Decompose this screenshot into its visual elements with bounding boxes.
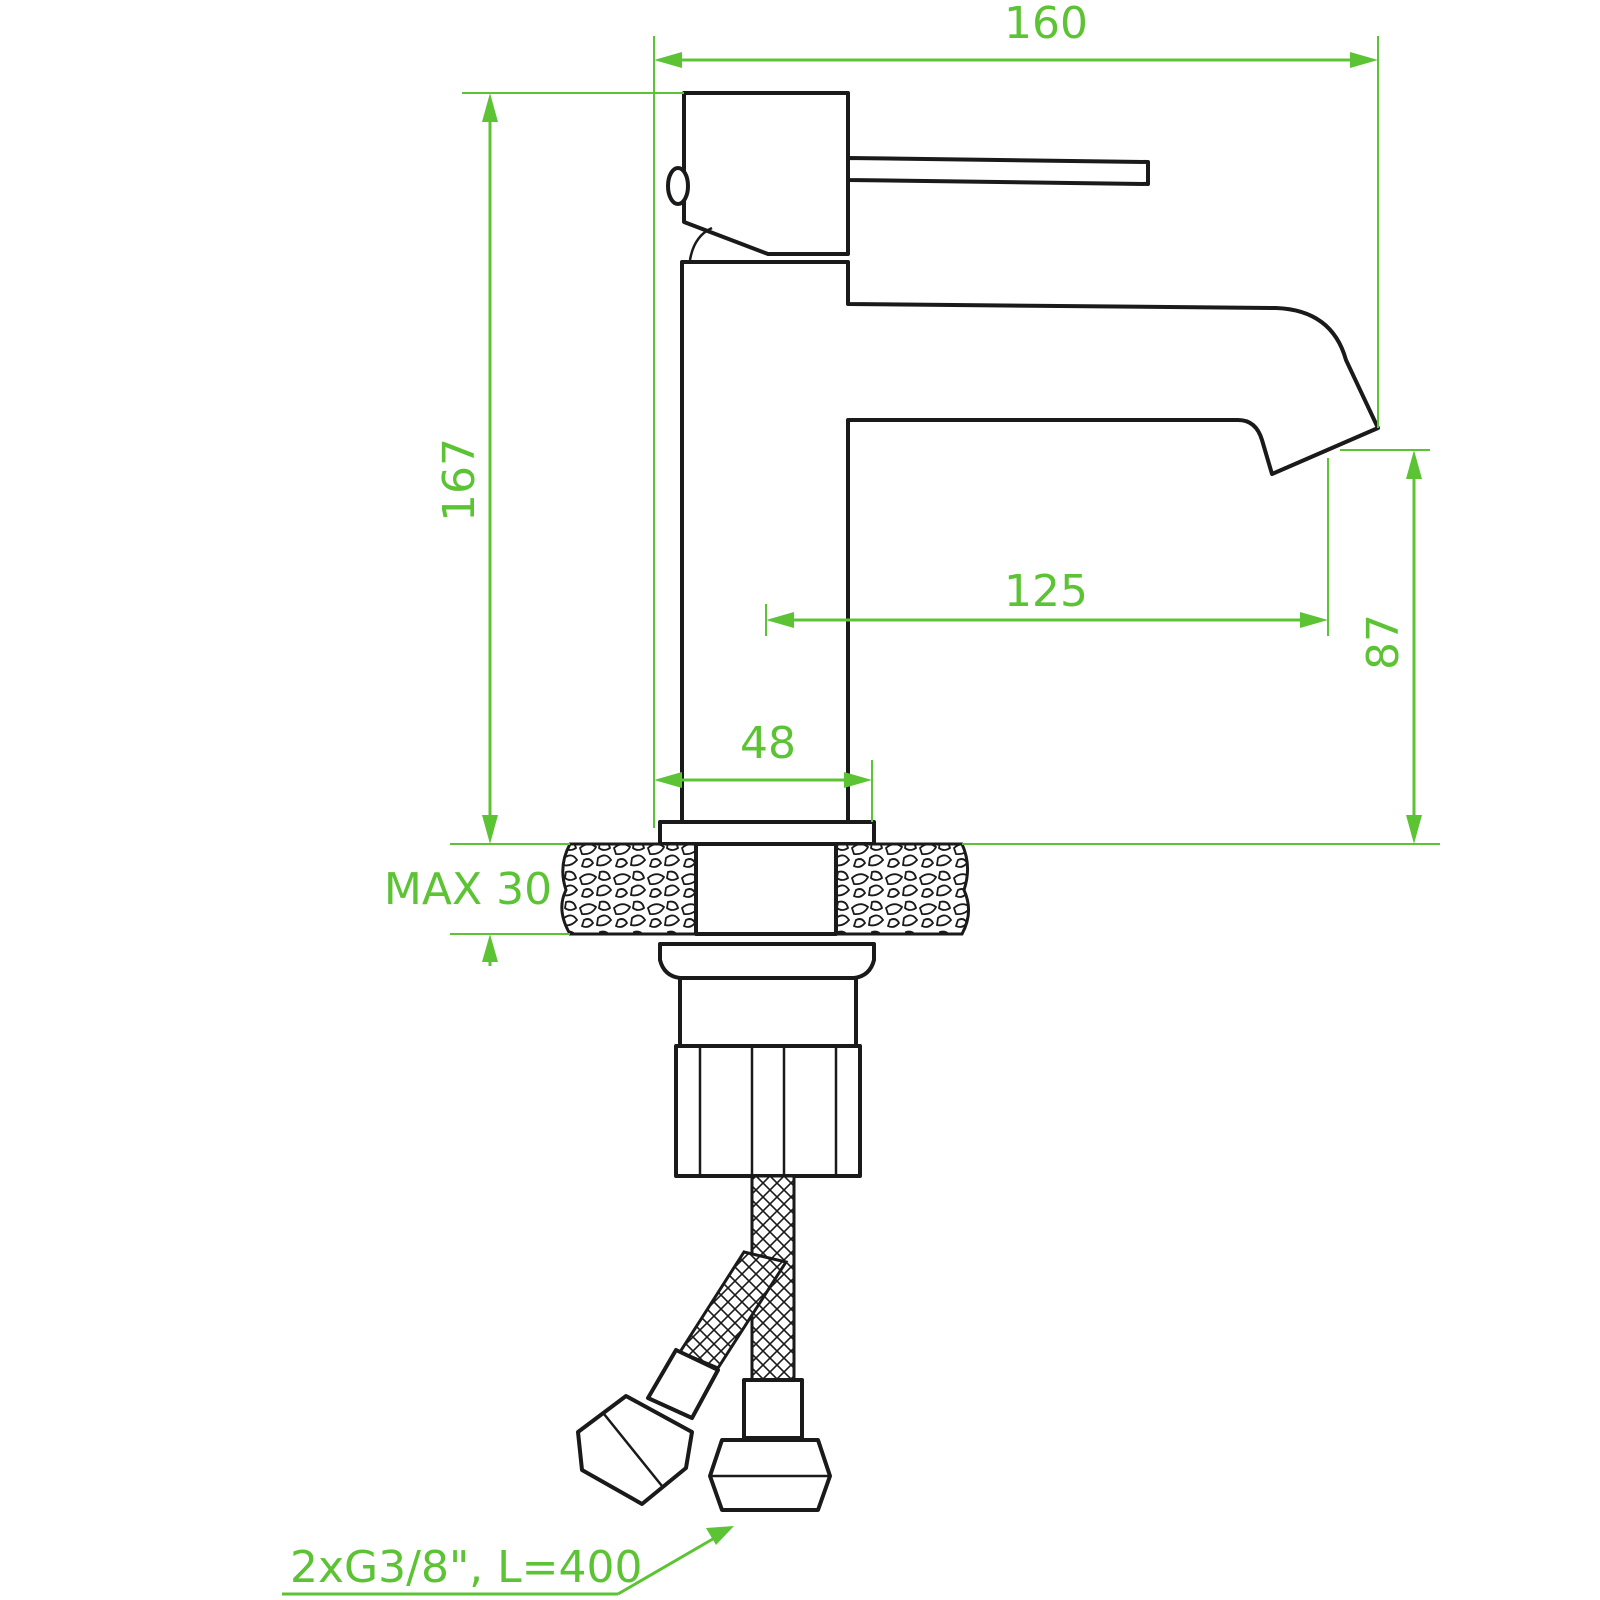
arrowhead bbox=[1406, 815, 1422, 844]
faucet-body-spout bbox=[680, 260, 1380, 830]
dim-label-max-countertop: MAX 30 bbox=[384, 864, 552, 915]
dim-label-spout-reach: 125 bbox=[1004, 566, 1088, 617]
cartridge-neck bbox=[688, 226, 713, 261]
arrowhead bbox=[1350, 52, 1378, 68]
dimensions: 160 167 125 87 48 MAX 30 bbox=[282, 0, 1440, 1596]
clamp-washer bbox=[658, 942, 876, 980]
arrowhead bbox=[482, 815, 498, 844]
arrowhead bbox=[654, 772, 682, 788]
shank-tube bbox=[678, 976, 858, 1048]
arrowhead bbox=[654, 52, 682, 68]
arrowhead bbox=[482, 93, 498, 122]
handle-lever bbox=[846, 156, 1150, 186]
mounting-shank bbox=[694, 842, 838, 936]
hose-nut-angled bbox=[576, 1394, 694, 1506]
connection-hoses bbox=[576, 1174, 832, 1512]
handle-knob bbox=[666, 166, 690, 206]
arrowhead bbox=[766, 612, 794, 628]
arrowhead bbox=[482, 934, 498, 962]
arrowhead bbox=[706, 1526, 734, 1545]
leader-line-angled bbox=[617, 1534, 719, 1596]
countertop-right bbox=[834, 842, 970, 936]
arrowhead bbox=[844, 772, 872, 788]
dim-label-body-diameter: 48 bbox=[740, 718, 796, 769]
dim-label-connection-hoses: 2xG3/8", L=400 bbox=[290, 1542, 643, 1593]
dim-label-overall-height: 167 bbox=[434, 438, 485, 522]
dim-label-overall-width: 160 bbox=[1004, 0, 1088, 49]
hose-ferrule-straight bbox=[742, 1378, 804, 1440]
fixing-nut bbox=[674, 1044, 862, 1178]
base-flange bbox=[658, 820, 876, 846]
arrowhead bbox=[1300, 612, 1328, 628]
hex-edge bbox=[603, 1413, 663, 1487]
countertop-section bbox=[560, 842, 970, 936]
countertop-left bbox=[560, 842, 698, 936]
hose-ferrule-angled bbox=[646, 1348, 720, 1420]
dim-label-spout-height: 87 bbox=[1358, 614, 1409, 670]
arrowhead bbox=[1406, 450, 1422, 479]
under-counter-hardware bbox=[658, 942, 876, 1178]
